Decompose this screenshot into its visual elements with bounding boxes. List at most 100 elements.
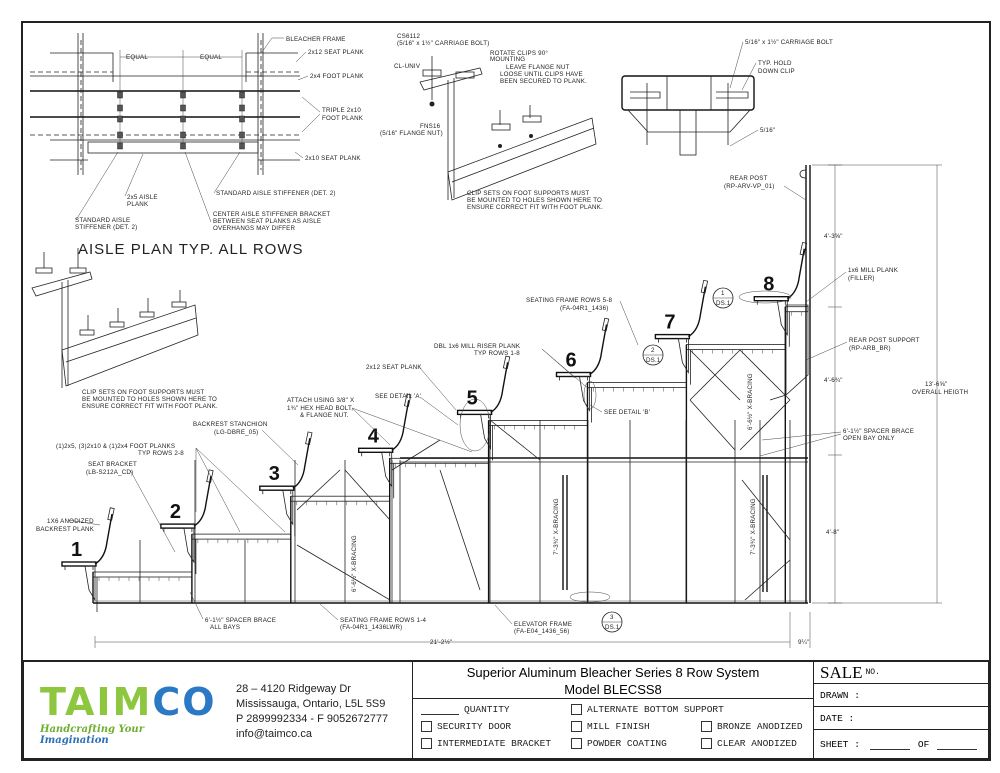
logo-tagline: Handcrafting Your Imagination <box>40 724 216 746</box>
label-xbrace-high: 6'-6½" X-BRACING <box>747 373 754 430</box>
dim-top: 4'-3⅝" <box>824 233 843 240</box>
dim-overall: 13'-6⅝" <box>925 381 947 388</box>
section-detail: 5/16" x 1½" CARRIAGE BOLT TYP. HOLD DOWN… <box>621 39 833 156</box>
label-stanchion-2: (LG-DBRE_05) <box>214 429 258 436</box>
label-triple-2x10: TRIPLE 2x10 <box>322 107 361 114</box>
plank-clip <box>117 104 123 112</box>
label-frame-high-2: (FA-04R1_1436) <box>560 305 609 312</box>
title-options: Superior Aluminum Bleacher Series 8 Row … <box>412 662 814 758</box>
label-fns16: FNS16 <box>420 123 441 130</box>
label-xbrace-low: 6'-6½" X-BRACING <box>351 535 358 592</box>
aisle-plan: EQUAL EQUAL BLEACHER FRAME 2x12 SEAT PLA… <box>30 33 364 258</box>
label-bleacher-frame: BLEACHER FRAME <box>286 36 346 43</box>
plank-clip <box>180 115 186 123</box>
plank-clip <box>117 131 123 139</box>
bubble-3-number: 3 <box>610 614 614 621</box>
seat-plank <box>753 296 789 302</box>
label-foot-planks-1: (1)2x5, (3)2x10 & (1)2x4 FOOT PLANKS <box>56 443 175 450</box>
label-leave-nut-3: BEEN SECURED TO PLANK. <box>500 78 587 85</box>
option-label: MILL FINISH <box>587 721 650 732</box>
drawing-line <box>344 469 391 521</box>
label-elevator-2: (FA-E04_1436_56) <box>514 628 570 635</box>
option-mill-finish: MILL FINISH <box>571 721 650 732</box>
label-attach-3: & FLANGE NUT. <box>300 412 349 419</box>
company-logo: TAIMCO Handcrafting Your Imagination <box>40 682 216 746</box>
detail-bubble-3: 3 DS.1 <box>601 611 623 633</box>
label-rear-post-2: (RP-ARV-VP_01) <box>724 183 774 190</box>
option-security-door: SECURITY DOOR <box>421 721 511 732</box>
drawing-line <box>739 349 791 401</box>
label-cs6112: CS6112 <box>397 33 420 40</box>
label-flange-nut: (5/16" FLANGE NUT) <box>380 130 443 137</box>
row-number-5: 5 <box>467 387 478 409</box>
quantity-label: QUANTITY <box>464 704 510 715</box>
drawing-line <box>689 349 741 401</box>
phone-fax: P 2899992334 - F 9052672777 <box>236 713 389 725</box>
plank-clip <box>117 142 123 150</box>
backrest-plank <box>799 241 807 256</box>
address-line-2: Mississauga, Ontario, L5L 5S9 <box>236 698 386 710</box>
seat-plank <box>654 333 691 340</box>
seat-bracket <box>579 376 590 412</box>
drawing-line <box>439 469 481 591</box>
foot-plank <box>290 495 391 502</box>
seat-plank <box>160 523 196 529</box>
clip-detail-left-geometry <box>31 248 199 388</box>
backrest-plank <box>502 355 511 370</box>
sheet-border <box>21 21 991 761</box>
label-std-stiffener-right: STANDARD AISLE STIFFENER (DET. 2) <box>216 190 336 197</box>
backrest-plank <box>305 431 313 445</box>
row-number-3: 3 <box>269 463 280 485</box>
backrest-plank <box>700 279 709 294</box>
seat-bracket <box>183 527 195 564</box>
label-cl-univ: CL-UNIV <box>394 63 421 70</box>
label-spacer-all-2: ALL BAYS <box>210 624 240 631</box>
checkbox <box>421 721 432 732</box>
section-leaders <box>729 41 759 147</box>
plank-clip <box>180 91 186 99</box>
label-hold-down-1: TYP. HOLD <box>758 60 792 67</box>
section-detail-geometry <box>621 75 755 156</box>
label-backrest-1: 1X6 ANODIZED <box>47 518 94 525</box>
equal-dim-2: EQUAL <box>200 54 222 61</box>
rear-post-support <box>785 304 809 396</box>
tagline-green: Handcrafting Your <box>40 724 144 735</box>
bubble-3-sheet: DS.1 <box>605 624 620 631</box>
clip-detail-geometry <box>419 56 597 201</box>
seat-plank <box>259 485 295 491</box>
drawing-line <box>489 419 541 461</box>
title-line-1: Superior Aluminum Bleacher Series 8 Row … <box>466 665 760 680</box>
logo-wordmark: TAIMCO <box>40 682 216 722</box>
dim-overall-label: OVERALL HEIGTH <box>912 389 968 396</box>
drawing-line <box>741 479 791 541</box>
seat-bracket <box>776 300 788 337</box>
label-std-stiffener-left-1: STANDARD AISLE <box>75 217 130 224</box>
option-bronze-anodized: BRONZE ANODIZED <box>701 721 803 732</box>
label-section-carriage-bolt: 5/16" x 1½" CARRIAGE BOLT <box>745 39 833 46</box>
label-left-clip-note-1: CLIP SETS ON FOOT SUPPORTS MUST <box>82 389 204 396</box>
drawn-field: DRAWN : <box>814 684 988 707</box>
detail-3-callout <box>569 591 611 603</box>
title-line-2: Model BLECSS8 <box>564 682 662 697</box>
option-intermediate-bracket: INTERMEDIATE BRACKET <box>421 738 551 749</box>
foot-plank <box>191 533 292 540</box>
aisle-leaders <box>75 37 321 223</box>
drawing-title: Superior Aluminum Bleacher Series 8 Row … <box>413 662 813 699</box>
label-clip-note-1: CLIP SETS ON FOOT SUPPORTS MUST <box>467 190 589 197</box>
backrest-plank <box>206 469 214 483</box>
label-aisle-plank-1: 2x5 AISLE <box>127 194 158 201</box>
option-label: CLEAR ANODIZED <box>717 738 797 749</box>
backrest-stanchion <box>589 324 608 376</box>
clip-detail-left: CLIP SETS ON FOOT SUPPORTS MUST BE MOUNT… <box>31 248 218 410</box>
seat-plank <box>456 409 493 416</box>
label-seat-bracket-1: SEAT BRACKET <box>88 461 137 468</box>
row-number-4: 4 <box>368 425 380 447</box>
label-center-stiffener-3: OVERHANGS MAY DIFFER <box>213 225 295 232</box>
drawing-line <box>739 399 791 451</box>
option-label: POWDER COATING <box>587 738 667 749</box>
label-rear-support-2: (RP-ARB_BR) <box>849 345 891 352</box>
drawing-line <box>296 469 341 511</box>
